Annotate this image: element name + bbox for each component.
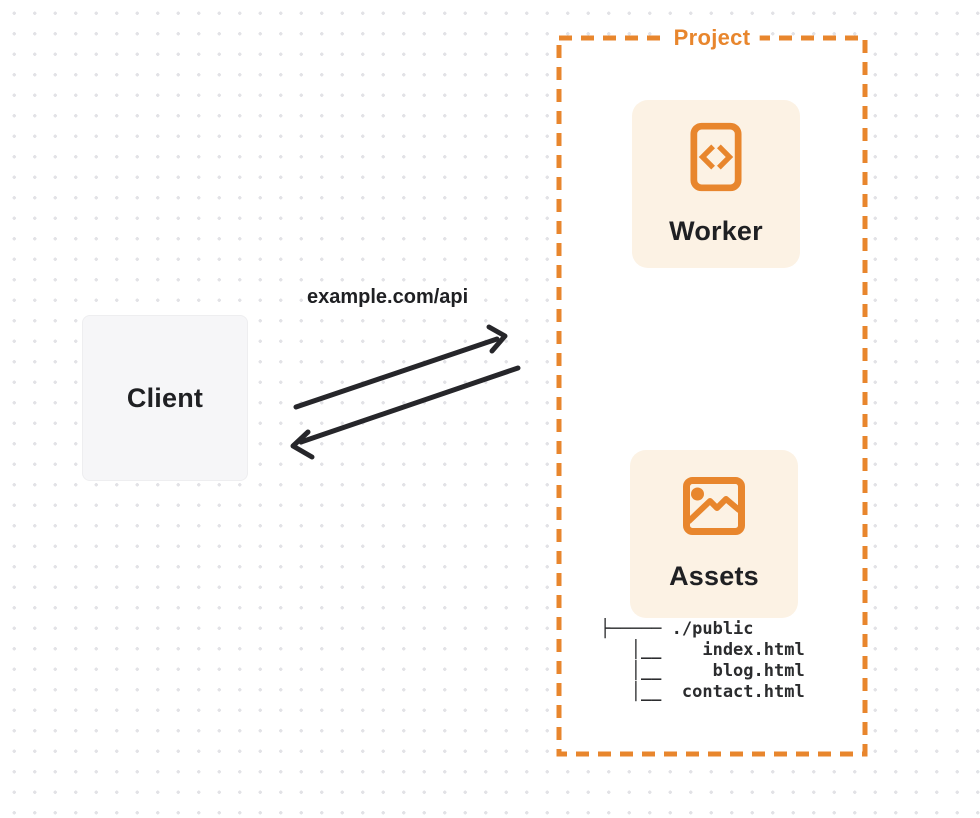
- file-tree-root: ├───── ./public: [600, 619, 754, 639]
- client-node: Client: [82, 315, 248, 481]
- image-icon: [683, 476, 745, 535]
- client-label: Client: [126, 382, 204, 413]
- project-label: Project: [664, 24, 760, 52]
- request-url-label: example.com/api: [307, 286, 469, 308]
- assets-label: Assets: [669, 560, 759, 591]
- request-arrow: [293, 324, 508, 410]
- file-tree-item-index: │__ index.html: [600, 640, 805, 660]
- file-tree-item-contact: │__ contact.html: [600, 682, 805, 702]
- worker-node: Worker: [632, 100, 800, 268]
- code-file-icon: [690, 122, 742, 191]
- file-tree: ├───── ./public │__ index.html │__ blog.…: [600, 619, 805, 703]
- worker-label: Worker: [669, 215, 763, 246]
- response-arrow: [290, 365, 521, 460]
- project-container: Project Worker Assets ├───── ./public │_…: [556, 24, 868, 757]
- assets-node: Assets: [630, 450, 798, 618]
- file-tree-item-blog: │__ blog.html: [600, 661, 805, 681]
